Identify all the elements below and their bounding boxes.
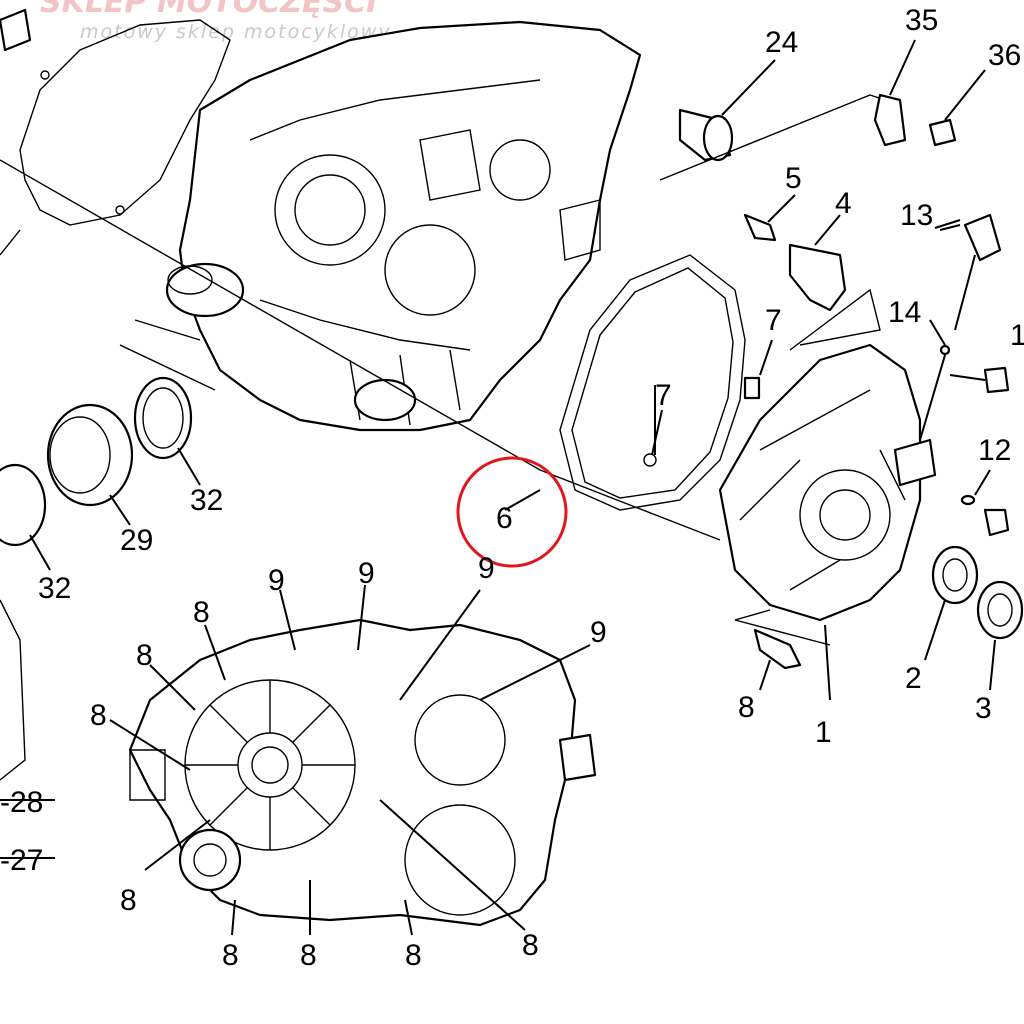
callout-8-f: 8 [300,939,317,972]
callout-9-b: 9 [358,557,375,590]
callout-1: 1 [815,716,832,749]
callout-2: 2 [905,662,922,695]
callout-6-highlighted: 6 [496,502,513,535]
gasket-6 [559,254,746,511]
callout-7-lower: 7 [655,379,672,412]
highlight-circle [456,456,568,568]
callout-14: 14 [888,296,921,329]
callout-1-edge: 1 [1010,319,1024,352]
part-35-36 [873,39,986,147]
callout-24: 24 [765,26,798,59]
callout-5: 5 [785,162,802,195]
part-5-4 [743,194,847,312]
leader-lines [0,159,961,936]
part-13-dipstick [934,213,1002,331]
callout-4: 4 [835,187,852,220]
callout-7-upper: 7 [765,304,782,337]
gasket-left [0,8,231,226]
callout-32-lower: 32 [38,572,71,605]
callout-13: 13 [900,199,933,232]
crankcase-cover-1 [718,343,937,622]
part-24 [659,59,886,181]
callout-labels: 24 35 36 5 4 13 7 7 14 1 12 32 29 32 9 9… [0,4,1024,972]
seals-2-3 [924,545,1024,691]
crankcase-lower [128,618,597,927]
callout-3: 3 [975,692,992,725]
callout-8-i: 8 [738,691,755,724]
clamps-and-pipe [0,376,201,781]
callout-8-a: 8 [193,596,210,629]
callout-9-c: 9 [478,552,495,585]
callout-32-upper: 32 [190,484,223,517]
callout-8-h: 8 [522,929,539,962]
callout-8-d: 8 [120,884,137,917]
bolt-8-right [734,609,831,701]
callout-8-c: 8 [90,699,107,732]
callout-28: -28 [0,786,43,819]
watermark-tagline: motowy sklep motocyklowy [80,21,392,43]
callout-8-e: 8 [222,939,239,972]
dowel-7 [651,339,773,456]
callout-12: 12 [978,434,1011,467]
callout-8-b: 8 [136,639,153,672]
watermark: motowy sklep motocyklowy SKLEP MOTOCZĘŚC… [30,0,730,43]
callout-35: 35 [905,4,938,37]
watermark-band [30,0,730,14]
watermark-brand: SKLEP MOTOCZĘŚCI [40,0,377,20]
part-14-12 [919,344,1010,537]
crankcase-upper [165,20,642,432]
callout-36: 36 [988,39,1021,72]
callout-27: -27 [0,844,43,877]
callout-29: 29 [120,524,153,557]
callout-9-d: 9 [590,616,607,649]
callout-9-a: 9 [268,564,285,597]
callout-8-g: 8 [405,939,422,972]
